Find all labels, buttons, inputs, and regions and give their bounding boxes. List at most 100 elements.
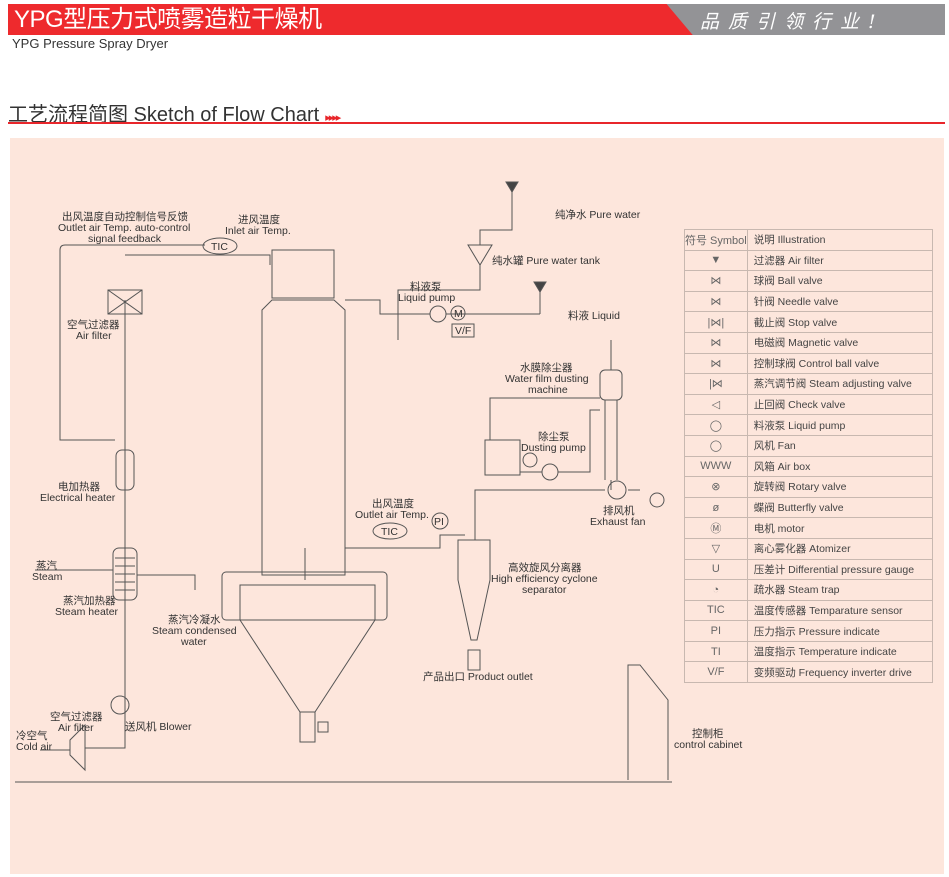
arrows-icon: ▸▸▸▸ xyxy=(325,112,341,124)
air-duct xyxy=(59,250,271,730)
label-vf: V/F xyxy=(455,325,471,337)
legend-symbol-icon: ⋈ xyxy=(684,352,748,375)
legend-symbol-icon: PI xyxy=(684,620,748,642)
legend-row: ▼过滤器 Air filter xyxy=(684,249,934,272)
legend-label: 旋转阀 Rotary valve xyxy=(746,476,934,498)
label-water-film-cn: 水膜除尘器 xyxy=(520,361,573,374)
exhaust-motor xyxy=(649,492,665,508)
legend-symbol-icon: V/F xyxy=(684,661,748,684)
label-feedback-cn: 出风温度自动控制信号反馈 xyxy=(62,210,188,223)
legend-row: ▽离心雾化器 Atomizer xyxy=(684,537,934,560)
electrical-heater xyxy=(115,449,135,491)
legend-symbol-icon: ⊗ xyxy=(684,476,748,498)
legend-symbol-icon: ▽ xyxy=(684,537,748,560)
legend-symbol-header: 符号 Symbol xyxy=(684,229,748,251)
legend-label: 温度传感器 Temparature sensor xyxy=(746,599,934,622)
legend-symbol-icon: ⋈ xyxy=(684,290,748,313)
legend-label: 料液泵 Liquid pump xyxy=(746,414,934,436)
cyclone xyxy=(457,539,491,641)
label-cyclone-cn: 高效旋风分离器 xyxy=(508,561,582,574)
legend-label: 压差计 Differential pressure gauge xyxy=(746,558,934,581)
label-condensed-cn: 蒸汽冷凝水 xyxy=(168,613,221,626)
air-filter-box xyxy=(107,289,143,315)
pi-gauge xyxy=(431,512,449,530)
pure-water-tank xyxy=(467,244,493,266)
legend-row: ⋈球阀 Ball valve xyxy=(684,270,934,292)
legend-row: ◯料液泵 Liquid pump xyxy=(684,414,934,436)
label-steam-en: Steam xyxy=(32,571,63,583)
label-blower: 送风机 Blower xyxy=(125,720,192,733)
blower xyxy=(110,695,130,715)
legend-row: |⋈|截止阀 Stop valve xyxy=(684,311,934,333)
slogan-text: 品质引领行业! xyxy=(700,11,885,33)
label-exhaust-en: Exhaust fan xyxy=(590,516,646,528)
label-pi: PI xyxy=(434,516,444,528)
legend-label: 蝶阀 Butterfly valve xyxy=(746,496,934,519)
legend-row: |⋈蒸汽调节阀 Steam adjusting valve xyxy=(684,373,934,395)
legend-row: ◯风机 Fan xyxy=(684,434,934,457)
legend-symbol-icon: ⋈ xyxy=(684,331,748,354)
legend-label: 蒸汽调节阀 Steam adjusting valve xyxy=(746,373,934,395)
dusting-pump xyxy=(541,463,559,481)
legend-row: ⋈控制球阀 Control ball valve xyxy=(684,352,934,375)
label-steam-heater-en: Steam heater xyxy=(55,606,119,618)
legend-label: 疏水器 Steam trap xyxy=(746,579,934,601)
steam-heater xyxy=(112,547,138,601)
label-inlet-en: Inlet air Temp. xyxy=(225,225,291,237)
label-motor: M xyxy=(454,308,463,320)
legend-symbol-icon: U xyxy=(684,558,748,581)
legend-label: 风箱 Air box xyxy=(746,455,934,478)
label-air-filter2-en: Air filter xyxy=(58,722,94,734)
legend-symbol-icon: WWW xyxy=(684,455,748,478)
section-title: 工艺流程简图 Sketch of Flow Chart xyxy=(8,104,320,126)
page-subtitle: YPG Pressure Spray Dryer xyxy=(12,36,169,51)
label-water-film-en2: machine xyxy=(528,384,568,396)
legend-label: 控制球阀 Control ball valve xyxy=(746,352,934,375)
section-divider xyxy=(8,122,945,124)
legend-row: ⋈针阀 Needle valve xyxy=(684,290,934,313)
cold-air-filter xyxy=(40,714,126,772)
legend-symbol-icon: TI xyxy=(684,640,748,663)
label-air-filter-cn: 空气过滤器 xyxy=(67,318,120,331)
slogan-banner: 品质引领行业! xyxy=(666,4,945,35)
dusting-tank xyxy=(484,439,521,476)
label-dusting-pump-en: Dusting pump xyxy=(521,442,586,454)
section-heading: 工艺流程简图 Sketch of Flow Chart ▸▸▸▸ xyxy=(8,98,341,127)
dusting-motor xyxy=(522,452,538,468)
label-cold-air-en: Cold air xyxy=(16,741,53,753)
control-cabinet xyxy=(627,664,669,780)
label-tic-inlet: TIC xyxy=(211,241,228,253)
legend-symbol-icon: ◔ xyxy=(684,579,748,601)
label-heater-en: Electrical heater xyxy=(40,492,116,504)
label-steam-cn: 蒸汽 xyxy=(36,559,57,572)
legend-row: ◔疏水器 Steam trap xyxy=(684,579,934,601)
label-air-filter-en: Air filter xyxy=(76,330,112,342)
water-film-dust-collector xyxy=(599,369,623,401)
liquid-pump xyxy=(429,305,447,323)
legend-label: 电机 motor xyxy=(746,517,934,539)
legend-symbol-icon: Ⓜ xyxy=(684,517,748,539)
label-feedback-en2: signal feedback xyxy=(88,233,162,245)
label-cyclone-en1: High efficiency cyclone xyxy=(491,573,598,585)
label-cyclone-en2: separator xyxy=(522,584,567,596)
label-tic-outlet: TIC xyxy=(381,526,398,538)
vf-box xyxy=(451,323,475,338)
tic-outlet xyxy=(372,522,408,540)
legend-symbol-icon: ø xyxy=(684,496,748,519)
legend-label: 电磁阀 Magnetic valve xyxy=(746,331,934,354)
label-feedback-en1: Outlet air Temp. auto-control xyxy=(58,222,190,234)
label-air-filter2-cn: 空气过滤器 xyxy=(50,710,103,723)
label-exhaust-cn: 排风机 xyxy=(603,504,635,517)
tic-inlet xyxy=(202,237,238,255)
label-liquid-pump-en: Liquid pump xyxy=(398,292,455,304)
legend-row: ◁止回阀 Check valve xyxy=(684,393,934,416)
legend-symbol-icon: |⋈| xyxy=(684,311,748,333)
